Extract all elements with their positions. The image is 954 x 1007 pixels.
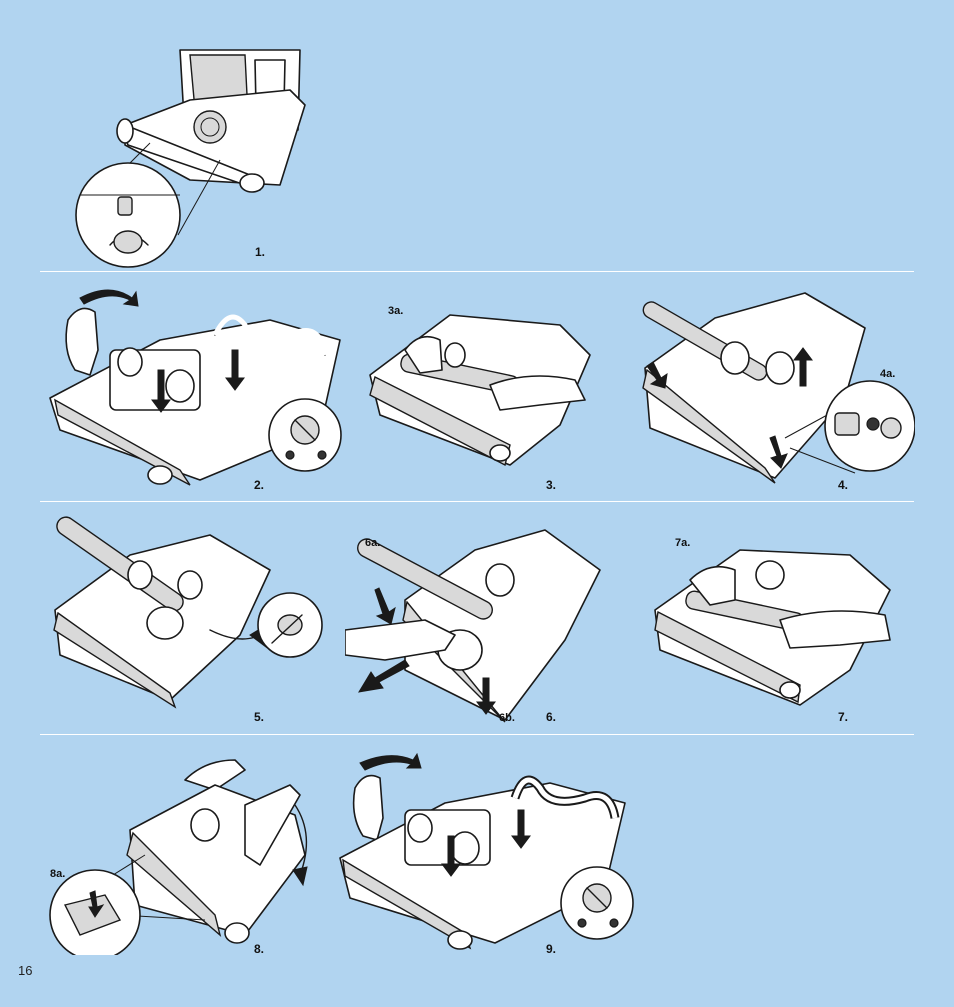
step-4-illustration bbox=[625, 278, 915, 488]
step-9-illustration bbox=[335, 748, 645, 958]
step-2-label: 2. bbox=[254, 478, 264, 492]
step-6a-label: 6a. bbox=[365, 537, 380, 549]
step-9-label: 9. bbox=[546, 942, 556, 956]
step-3-label: 3. bbox=[546, 478, 556, 492]
step-7-label: 7. bbox=[838, 710, 848, 724]
step-7a-label: 7a. bbox=[675, 537, 690, 549]
step-3a-label: 3a. bbox=[388, 305, 403, 317]
step-1-label: 1. bbox=[255, 245, 265, 259]
step-2-illustration bbox=[40, 280, 350, 495]
step-6-illustration bbox=[345, 520, 615, 725]
step-7-illustration bbox=[650, 530, 910, 710]
step-8-illustration bbox=[45, 745, 325, 955]
step-3-illustration bbox=[360, 295, 600, 475]
step-4-label: 4. bbox=[838, 478, 848, 492]
divider-row-3 bbox=[40, 734, 914, 735]
step-5-illustration bbox=[40, 515, 330, 715]
page-number: 16 bbox=[18, 963, 32, 978]
divider-row-2 bbox=[40, 501, 914, 502]
divider-row-1 bbox=[40, 271, 914, 272]
step-4a-label: 4a. bbox=[880, 368, 895, 380]
step-5-label: 5. bbox=[254, 710, 264, 724]
step-8a-label: 8a. bbox=[50, 868, 65, 880]
step-6b-label: 6b. bbox=[499, 712, 515, 724]
step-8-label: 8. bbox=[254, 942, 264, 956]
step-6-label: 6. bbox=[546, 710, 556, 724]
step-1-illustration bbox=[70, 45, 310, 270]
